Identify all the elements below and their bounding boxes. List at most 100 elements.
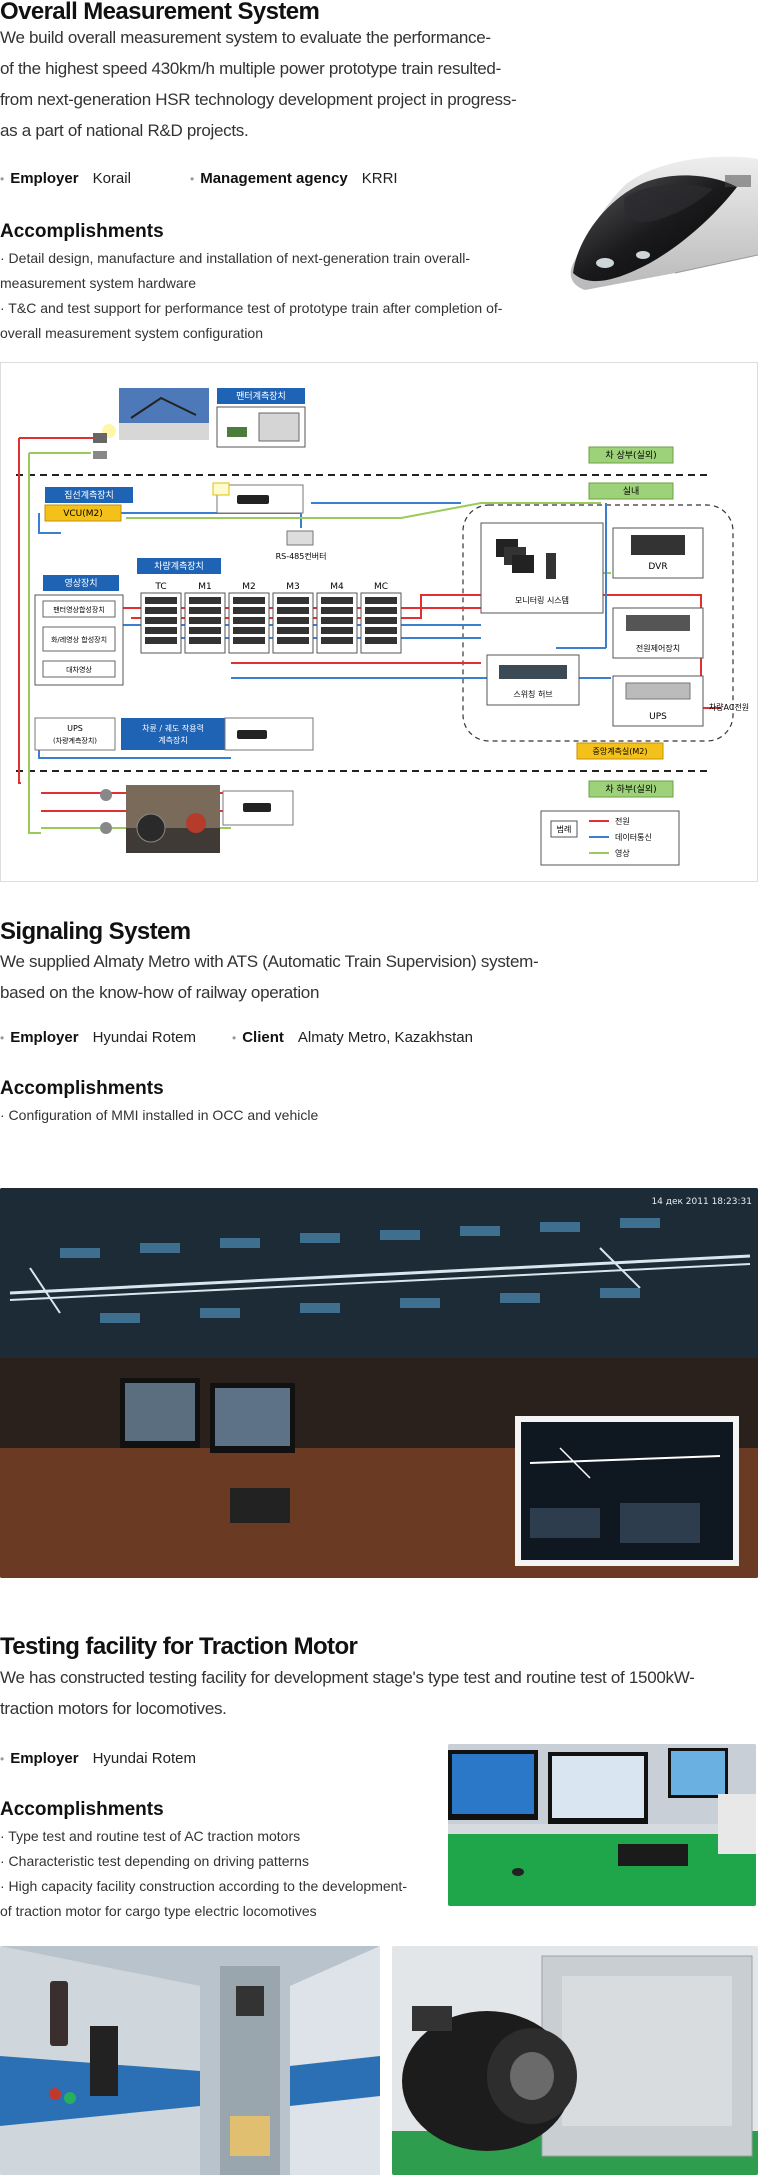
train-nose-image — [570, 156, 758, 290]
rack-slot — [189, 617, 221, 624]
rack-slot — [365, 617, 397, 624]
motor-test-rig-photo — [392, 1946, 758, 2175]
intro-line: as a part of national R&D projects. — [0, 121, 249, 140]
intro-line: We supplied Almaty Metro with ATS (Autom… — [0, 952, 539, 971]
car-label: M4 — [330, 582, 344, 592]
employer-label: Employer — [10, 170, 79, 187]
rack-slot — [277, 597, 309, 604]
bullet-icon: • — [0, 172, 5, 186]
label-wheel: 차륜 / 궤도 작용력 — [142, 723, 204, 733]
signaling-client: • Client Almaty Metro, Kazakhstan — [232, 1029, 473, 1046]
car-label: M3 — [286, 582, 300, 592]
traction-intro: We has constructed testing facility for … — [0, 1662, 740, 1724]
control-room-photo: 14 дек 2011 18:23:31 — [0, 1188, 758, 1578]
label-vcu: VCU(M2) — [63, 509, 103, 519]
label-indoor: 실내 — [623, 486, 640, 497]
screen-timestamp: 14 дек 2011 18:23:31 — [651, 1197, 752, 1207]
measurement-meta: • Employer Korail — [0, 170, 131, 187]
section-title-traction: Testing facility for Traction Motor — [0, 1633, 358, 1660]
rack-slot — [321, 627, 353, 634]
employer-value: Hyundai Rotem — [92, 1750, 196, 1767]
label-monitor: 모니터링 시스템 — [515, 595, 569, 605]
bullet-icon: • — [232, 1031, 237, 1045]
rack-slot — [233, 617, 265, 624]
car-label: M1 — [198, 582, 212, 592]
intro-line: based on the know-how of railway operati… — [0, 983, 320, 1002]
legend-video: 영상 — [615, 848, 630, 858]
label-underbody: 차 하부(실외) — [605, 783, 656, 795]
list-item: · Configuration of MMI installed in OCC … — [0, 1107, 319, 1123]
intro-line: from next-generation HSR technology deve… — [0, 90, 517, 109]
video-item: 팬터영상합성장치 — [53, 605, 105, 614]
accomplishments-list: · Type test and routine test of AC tract… — [0, 1824, 440, 1924]
cabinet-room-photo — [0, 1946, 380, 2175]
test-workstation-photo — [448, 1744, 756, 1906]
rack-slot — [321, 637, 353, 644]
list-item: · Detail design, manufacture and install… — [0, 250, 471, 266]
legend-data: 데이터통신 — [615, 832, 652, 842]
accomplishments-list: · Detail design, manufacture and install… — [0, 246, 560, 346]
client-label: Client — [242, 1029, 284, 1046]
rack-slot — [233, 597, 265, 604]
rack-slot — [365, 597, 397, 604]
rack-slot — [145, 607, 177, 614]
workstation-illustration — [448, 1744, 756, 1906]
bullet-icon: • — [0, 1031, 5, 1045]
accomplishments-heading: Accomplishments — [0, 221, 164, 242]
legend-title: 범례 — [557, 824, 572, 834]
rack-slot — [145, 637, 177, 644]
label-central: 중앙계측실(M2) — [592, 746, 647, 756]
signaling-intro: We supplied Almaty Metro with ATS (Autom… — [0, 946, 600, 1008]
cabinet-illustration — [0, 1946, 380, 2175]
rack-slot — [145, 617, 177, 624]
label-pantograph: 팬터계측장치 — [236, 390, 286, 402]
rack-slot — [321, 617, 353, 624]
rack-slot — [189, 607, 221, 614]
employer-label: Employer — [10, 1750, 79, 1767]
car-label: TC — [154, 582, 166, 592]
list-item: · Type test and routine test of AC tract… — [0, 1828, 301, 1844]
rack-slot — [365, 627, 397, 634]
intro-line: of the highest speed 430km/h multiple po… — [0, 59, 501, 78]
bullet-icon: • — [0, 1752, 5, 1766]
rack-slot — [365, 607, 397, 614]
label-collector: 집선계측장치 — [64, 489, 114, 501]
traction-employer: • Employer Hyundai Rotem — [0, 1750, 196, 1767]
label-ups-left-sub: (차량계측장치) — [53, 736, 97, 745]
rack-slot — [321, 597, 353, 604]
list-item: overall measurement system configuration — [0, 325, 264, 341]
section-title-signaling: Signaling System — [0, 918, 191, 945]
rack-slot — [321, 607, 353, 614]
diagram-canvas: 팬터계측장치 차 상부(실외) 실내 집선계측장치 VCU(M2) RS-485… — [16, 388, 749, 866]
label-wheel-sub: 계측장치 — [158, 735, 187, 745]
employer-label: Employer — [10, 1029, 79, 1046]
rack-slot — [189, 597, 221, 604]
agency-value: KRRI — [361, 170, 398, 187]
section-title-measurement: Overall Measurement System — [0, 0, 320, 25]
label-ups-left: UPS — [67, 724, 83, 733]
list-item: · Characteristic test depending on drivi… — [0, 1853, 309, 1869]
list-item: · High capacity facility construction ac… — [0, 1878, 407, 1894]
car-label: M2 — [242, 582, 256, 592]
rack-slot — [233, 607, 265, 614]
intro-line: We has constructed testing facility for … — [0, 1668, 695, 1687]
list-item: measurement system hardware — [0, 275, 197, 291]
rack-slot — [365, 637, 397, 644]
employer-value: Korail — [92, 170, 131, 187]
client-value: Almaty Metro, Kazakhstan — [297, 1029, 473, 1046]
car-label: MC — [374, 582, 388, 592]
intro-line: We build overall measurement system to e… — [0, 28, 491, 47]
measurement-intro: We build overall measurement system to e… — [0, 22, 560, 146]
rack-slot — [277, 637, 309, 644]
bullet-icon: • — [190, 172, 195, 186]
accomplishments-list: · Configuration of MMI installed in OCC … — [0, 1103, 318, 1128]
control-room-illustration: 14 дек 2011 18:23:31 — [0, 1188, 758, 1578]
label-dvr: DVR — [648, 562, 667, 572]
rack-slot — [233, 637, 265, 644]
label-rs485: RS-485컨버터 — [276, 551, 327, 561]
label-power-ctrl: 전원제어장치 — [636, 643, 680, 653]
label-video: 영상장치 — [64, 577, 97, 589]
intro-line: traction motors for locomotives. — [0, 1699, 227, 1718]
